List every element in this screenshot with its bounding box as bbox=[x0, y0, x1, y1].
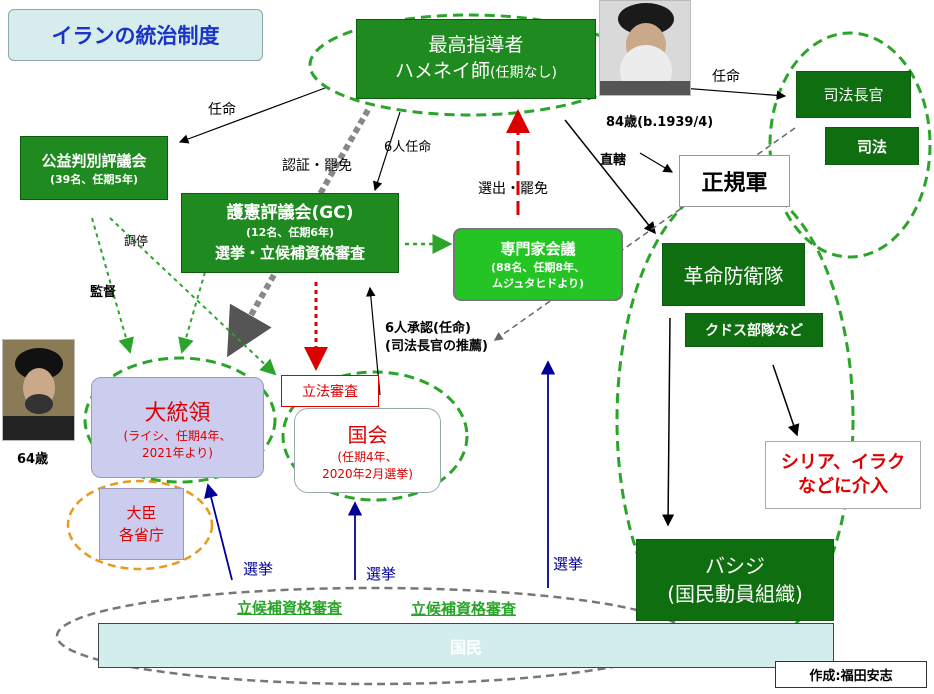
assembly-of-experts-name: 専門家会議 bbox=[500, 240, 576, 258]
assembly-of-experts-detail-2: ムジュタヒドより) bbox=[491, 277, 585, 290]
supreme-leader-portrait bbox=[599, 0, 691, 96]
label-six-approve: 6人承認(任命) bbox=[385, 321, 471, 336]
label-six-appoint: 6人任命 bbox=[384, 140, 432, 155]
people-box: 国民 bbox=[98, 623, 834, 668]
regular-army-box: 正規軍 bbox=[679, 155, 790, 207]
judiciary-label: 司法 bbox=[856, 137, 887, 156]
label-elect-dismiss: 選出・罷免 bbox=[478, 181, 548, 197]
supreme-leader-title: 最高指導者 bbox=[428, 34, 524, 56]
president-ellipse bbox=[83, 356, 277, 484]
intervention-line-2: などに介入 bbox=[798, 476, 888, 497]
label-chief-justice-recommendation: (司法長官の推薦) bbox=[385, 339, 488, 354]
intervention-box: シリア、イラク などに介入 bbox=[765, 441, 921, 509]
label-election-president: 選挙 bbox=[243, 560, 274, 578]
president-box: 大統領 (ライシ、任期4年、 2021年より) bbox=[91, 377, 264, 478]
label-certify-dismiss: 認証・罷免 bbox=[282, 158, 352, 174]
label-direct-control: 直轄 bbox=[600, 153, 627, 168]
supreme-leader-age: 84歳(b.1939/4) bbox=[606, 115, 714, 130]
judiciary-ellipse bbox=[768, 31, 932, 259]
basij-box: バシジ (国民動員組織) bbox=[636, 539, 834, 621]
president-detail-2: 2021年より) bbox=[142, 445, 213, 460]
label-supervision: 監督 bbox=[90, 285, 117, 300]
chief-justice-box: 司法長官 bbox=[796, 71, 911, 118]
assembly-of-experts-detail-1: (88名、任期8年、 bbox=[491, 261, 585, 274]
guardian-council-box: 護憲評議会(GC) (12名、任期6年) 選挙・立候補資格審査 bbox=[181, 193, 399, 273]
label-appoint-right: 任命 bbox=[712, 69, 740, 85]
parliament-detail-1: (任期4年、 bbox=[337, 450, 398, 464]
quds-force-box: クドス部隊など bbox=[685, 313, 823, 347]
ministers-label: 大臣 bbox=[126, 504, 157, 522]
guardian-council-name: 護憲評議会(GC) bbox=[226, 203, 354, 223]
people-label: 国民 bbox=[449, 637, 482, 657]
label-candidate-review-2: 立候補資格審査 bbox=[411, 600, 517, 618]
expediency-council-box: 公益判別評議会 (39名、任期5年) bbox=[20, 136, 168, 200]
parliament-ellipse bbox=[281, 370, 469, 502]
parliament-label: 国会 bbox=[347, 423, 388, 447]
parliament-box: 国会 (任期4年、 2020年2月選挙) bbox=[294, 408, 441, 493]
president-detail-1: (ライシ、任期4年、 bbox=[123, 428, 232, 443]
label-election-experts: 選挙 bbox=[553, 555, 584, 573]
judiciary-box: 司法 bbox=[825, 127, 919, 165]
supreme-leader-box: 最高指導者 ハメネイ師(任期なし) bbox=[356, 19, 596, 99]
ministers-ellipse bbox=[66, 479, 214, 571]
assembly-of-experts-box: 専門家会議 (88名、任期8年、 ムジュタヒドより) bbox=[453, 228, 623, 301]
title-banner: イランの統治制度 bbox=[8, 9, 263, 61]
page-title: イランの統治制度 bbox=[51, 24, 220, 48]
president-portrait bbox=[2, 339, 75, 441]
chief-justice-label: 司法長官 bbox=[823, 86, 884, 104]
irgc-box: 革命防衛隊 bbox=[662, 243, 805, 306]
legislative-review-label: 立法審査 bbox=[302, 384, 358, 400]
label-mediation: 調停 bbox=[124, 234, 149, 248]
ministers-box: 大臣 各省庁 bbox=[99, 488, 184, 560]
credit-box: 作成:福田安志 bbox=[775, 661, 927, 688]
quds-force-label: クドス部隊など bbox=[705, 323, 803, 339]
president-age: 64歳 bbox=[17, 452, 49, 467]
guardian-council-role: 選挙・立候補資格審査 bbox=[214, 244, 365, 262]
expediency-council-detail: (39名、任期5年) bbox=[49, 172, 139, 186]
guardian-council-detail: (12名、任期6年) bbox=[245, 226, 335, 239]
regular-army-label: 正規軍 bbox=[701, 171, 768, 196]
basij-subtitle: (国民動員組織) bbox=[667, 582, 803, 606]
president-label: 大統領 bbox=[144, 400, 211, 426]
expediency-council-name: 公益判別評議会 bbox=[41, 151, 147, 170]
military-ellipse bbox=[615, 180, 855, 660]
parliament-detail-2: 2020年2月選挙) bbox=[322, 467, 413, 481]
label-candidate-review-1: 立候補資格審査 bbox=[237, 599, 343, 617]
label-appoint-left: 任命 bbox=[208, 102, 236, 118]
supreme-leader-term: (任期なし) bbox=[490, 65, 557, 81]
basij-label: バシジ bbox=[705, 554, 765, 578]
ministries-label: 各省庁 bbox=[118, 526, 164, 544]
label-election-parliament: 選挙 bbox=[366, 565, 397, 583]
legislative-review-box: 立法審査 bbox=[281, 375, 379, 407]
credit-label: 作成:福田安志 bbox=[809, 669, 893, 684]
intervention-line-1: シリア、イラク bbox=[780, 452, 906, 473]
supreme-leader-name: ハメネイ師 bbox=[395, 60, 491, 82]
irgc-label: 革命防衛隊 bbox=[683, 264, 784, 288]
